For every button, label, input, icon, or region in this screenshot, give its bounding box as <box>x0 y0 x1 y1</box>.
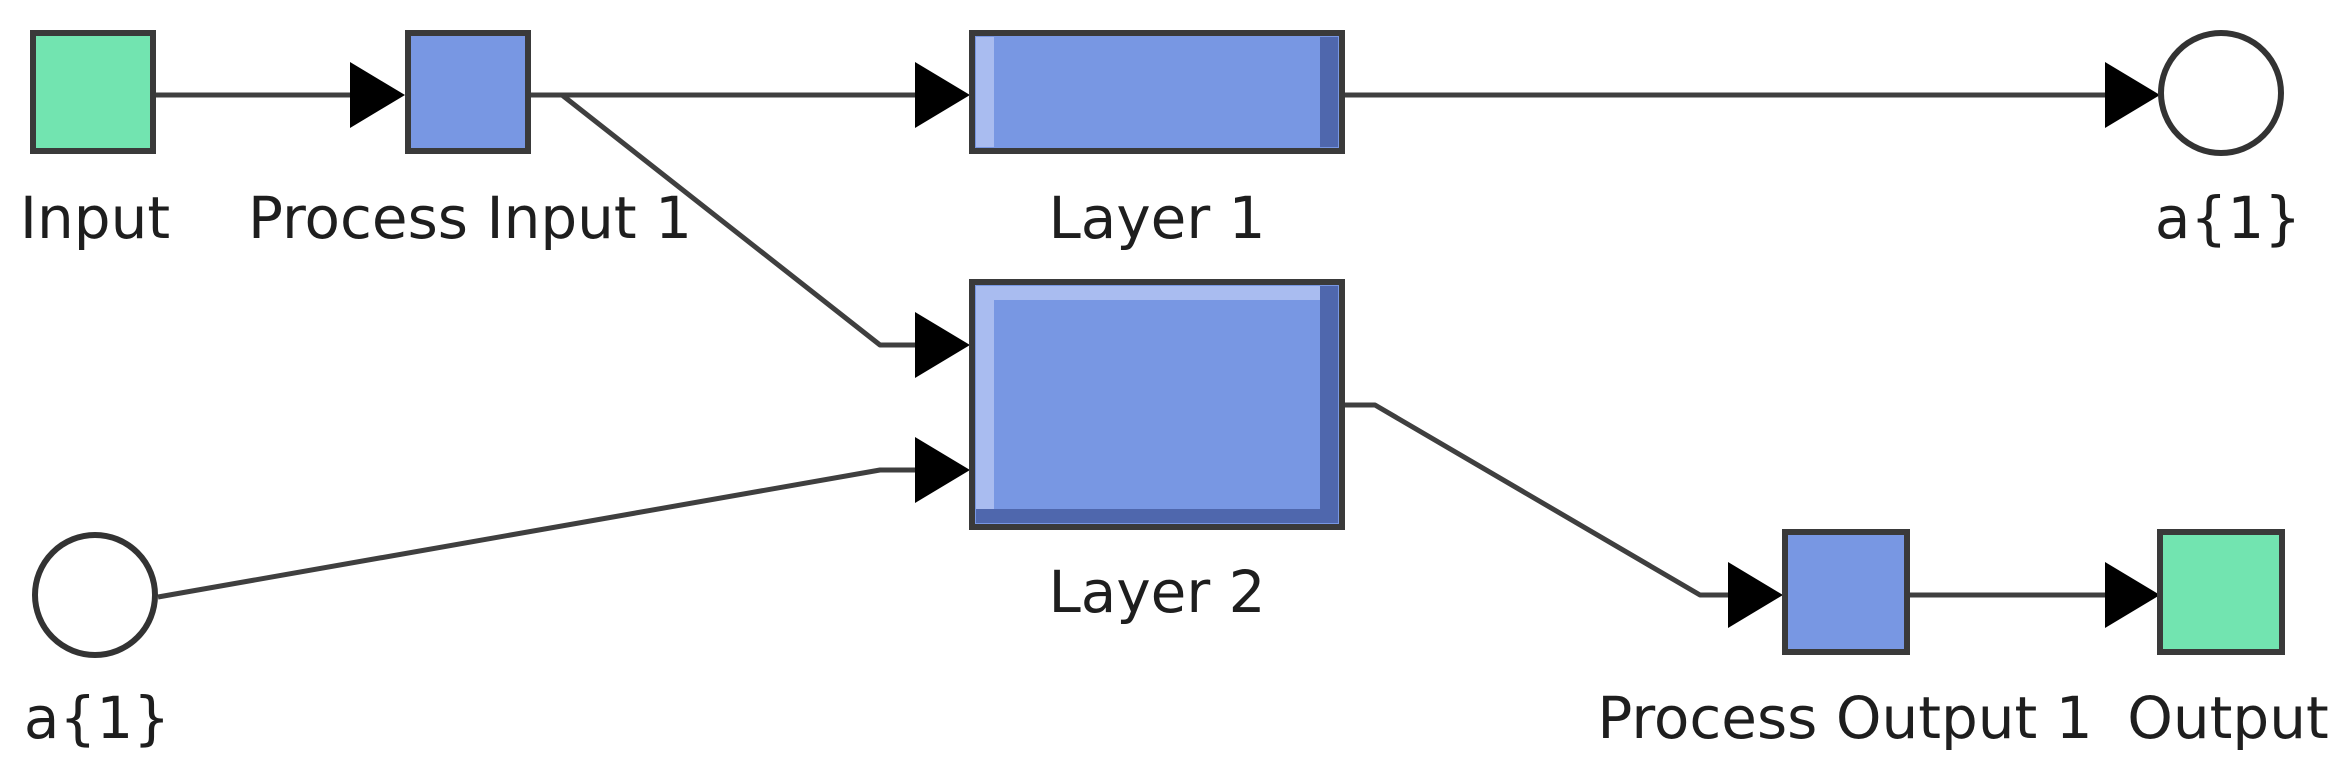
wire-layer2-to-process-output <box>1345 402 1728 598</box>
process-output-block[interactable] <box>1782 529 1910 655</box>
layer1-block[interactable] <box>969 30 1345 154</box>
arrowhead-output <box>2105 562 2160 628</box>
arrowheads <box>350 62 2160 628</box>
connections <box>155 92 2105 600</box>
arrowhead-layer2-upper <box>915 312 970 378</box>
output-block[interactable] <box>2157 529 2285 655</box>
arrowhead-layer2-lower <box>915 437 970 503</box>
labels: Input Process Input 1 Layer 1 a{1} Layer… <box>20 184 2329 752</box>
process-input-block[interactable] <box>405 30 531 154</box>
input-port-circle[interactable] <box>32 532 158 658</box>
output-label: Output <box>2127 684 2328 752</box>
process-output-label: Process Output 1 <box>1597 684 2092 752</box>
input-block[interactable] <box>30 30 156 154</box>
arrowhead-output-port <box>2105 62 2160 128</box>
wire-process-input-to-layer2 <box>560 93 915 348</box>
input-port-label: a{1} <box>24 684 170 752</box>
layer2-label: Layer 2 <box>1048 558 1265 626</box>
arrowhead-process-output <box>1728 562 1783 628</box>
arrowhead-process-input <box>350 62 405 128</box>
process-input-label: Process Input 1 <box>248 184 692 252</box>
layer2-block[interactable] <box>969 279 1345 530</box>
input-label: Input <box>20 184 170 252</box>
output-port-circle[interactable] <box>2158 30 2284 156</box>
output-port-label: a{1} <box>2155 184 2301 252</box>
wire-port-to-layer2 <box>157 467 915 600</box>
arrowhead-layer1 <box>915 62 970 128</box>
layer1-label: Layer 1 <box>1048 184 1265 252</box>
